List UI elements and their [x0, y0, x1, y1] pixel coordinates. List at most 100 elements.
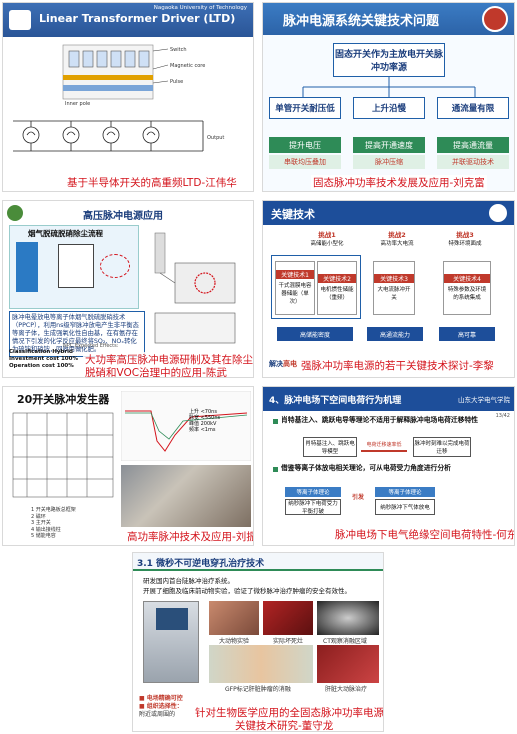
tech-2: 关键技术2 电机惯性储能（重频） — [317, 261, 357, 315]
tile3-subtitle: 烟气脱硫脱硝除尘流程 — [28, 229, 103, 238]
tile3-caption-1: 大功率高压脉冲电源研制及其在除尘、 — [83, 352, 253, 367]
tile3-caption-2: 脱硝和VOC治理中的应用-陈武 — [83, 365, 229, 378]
label-inner: Inner pole — [65, 101, 90, 107]
method-3: 并联驱动技术 — [437, 155, 509, 169]
reactor-shape — [58, 244, 94, 288]
challenge-1-sub: 高储能小型化 — [310, 241, 344, 247]
issue-1: 单管开关耐压低 — [269, 97, 341, 119]
goal-3: 提高通流量 — [437, 137, 509, 153]
photo-animal — [209, 601, 259, 635]
challenge-1: 挑战1 高储能小型化 — [299, 229, 355, 247]
arrow-1 — [361, 450, 407, 452]
hardware-photo — [121, 465, 251, 527]
tile-key-technologies: 关键技术 挑战1 高储能小型化 挑战2 高功率大电流 挑战3 特殊环境面成 关键… — [262, 200, 515, 378]
legend-label-1: 上升 — [189, 409, 200, 415]
tile-electroporation: 3.1 微秒不可逆电穿孔治疗技术 研发国内首台陡脉冲治疗系统。 开展了细胞及临床… — [132, 552, 384, 732]
img-label-1: 大动物实验 — [219, 638, 250, 645]
tech-1-head: 关键技术1 — [276, 269, 314, 279]
hv-circle — [100, 254, 130, 278]
tile3-table-head: NPC Expected Effects: — [63, 343, 119, 349]
photo-necrosis — [263, 601, 313, 635]
tech-4-head: 关键技术4 — [444, 273, 490, 283]
plasma-box-1: 等离子体理论 — [285, 487, 341, 497]
ltd-diagram: Switch Magnetic core Pulse Inner pole Ou… — [13, 44, 224, 152]
photo-gfp — [209, 645, 313, 683]
list-item: 5 储能电容 — [31, 533, 56, 539]
tile7-bullet-1: 研发国内首台陡脉冲治疗系统。 — [143, 577, 234, 585]
waveform-legend: 上升 <70ns 脉宽 <550ns 峰值 200kV 频率 <1ms — [189, 409, 220, 433]
arrow-2-label: 引发 — [351, 493, 364, 501]
device-image — [143, 601, 199, 683]
point2-bullet-icon — [273, 467, 278, 472]
plasma-box-2: 等离子体理论 — [375, 487, 435, 497]
img-label-4: GFP标记肝脏肿瘤的消融 — [225, 686, 291, 693]
tile4-footer-emph: 高电 — [283, 360, 297, 368]
tech-2-head: 关键技术2 — [318, 273, 356, 283]
tile7-title: 3.1 微秒不可逆电穿孔治疗技术 — [137, 559, 265, 569]
photo-ct — [317, 601, 379, 635]
device-screen — [156, 608, 188, 630]
point1-bullet-icon — [273, 419, 278, 424]
tile3-title: 高压脉冲电源应用 — [83, 211, 163, 222]
tech-2-body: 电机惯性储能（重频） — [320, 286, 354, 301]
tech-3: 关键技术3 大电流脉冲开关 — [373, 261, 415, 315]
tech-3-head: 关键技术3 — [374, 273, 414, 283]
tile1-title: Linear Transformer Driver (LTD) — [39, 12, 236, 25]
tile2-connectors — [302, 77, 476, 97]
emblem-icon — [482, 6, 508, 32]
circuit-diagram — [12, 412, 114, 498]
tile1-university: Nagaoka University of Technology — [153, 5, 247, 11]
challenge-3-head: 挑战3 — [456, 231, 474, 239]
tile6-point2: 借鉴等离子体放电相关理论，可从电荷受力角度进行分析 — [281, 464, 451, 472]
tile6-point1: 肖特基注入、跳跃电导等理论不适用于解释脉冲电场电荷迁移特性 — [281, 416, 479, 424]
challenge-3: 挑战3 特殊环境面成 — [437, 229, 493, 247]
img-label-5: 肝脏大动脉治疗 — [325, 686, 368, 693]
tile5-list: 1 开关电路板总框架 2 磁环 3 主开关 4 输出接线柱 5 储能电容 — [31, 507, 76, 540]
outcome-2: 高通流能力 — [367, 327, 423, 341]
method-1: 串联均压叠加 — [269, 155, 341, 169]
tile-ltd: Linear Transformer Driver (LTD) Nagaoka … — [2, 2, 254, 192]
tile4-footer-prefix: 解决 — [269, 360, 283, 368]
tile4-footer: 解决高电 — [269, 359, 297, 369]
tile7-bullet-2: 开展了细胞及临床前动物实验，验证了微秒脉冲治疗肿瘤的安全有效性。 — [143, 587, 351, 595]
label-switch: Switch — [170, 47, 187, 53]
tile1-caption: 基于半导体开关的高重频LTD-江伟华 — [65, 175, 239, 190]
legend-label-4: 频率 — [189, 427, 200, 433]
tile1-header: Linear Transformer Driver (LTD) Nagaoka … — [3, 3, 253, 37]
img-label-2: 实际坏死灶 — [273, 638, 304, 645]
tile7-bottom-list: ■ 电场精确可控 ■ 组织选择性： 附近或周围的 — [139, 695, 183, 719]
tile4-title: 关键技术 — [271, 208, 315, 221]
boiler-shape — [16, 242, 38, 292]
discharge-box: 纳秒脉冲下气体放电 — [375, 499, 435, 515]
tile3-body: 脉冲电晕放电等离子体烟气脱硫脱硝技术（PPCP），利用ns级窄脉冲放电产生非平衡… — [9, 311, 145, 357]
legend-val-2: <550ns — [200, 415, 221, 421]
migration-box: 脉冲时刻难以完成电荷迁移 — [413, 437, 471, 457]
legend-label-2: 脉宽 — [189, 415, 200, 421]
tile3-row-3: Operation cost 100% — [9, 363, 74, 369]
tile7-caption-1: 针对生物医学应用的全固态脉冲功率电源 — [193, 705, 384, 720]
legend-label-3: 峰值 — [189, 421, 200, 427]
tech-1-body: 干式混膜电容器储能（单次） — [278, 282, 312, 305]
photo-liver — [317, 645, 379, 683]
tile4-header: 关键技术 — [263, 201, 514, 225]
goal-1: 提升电压 — [269, 137, 341, 153]
list-item: 4 输出接线柱 — [31, 526, 61, 533]
tech-1: 关键技术1 干式混膜电容器储能（单次） — [275, 261, 315, 315]
tile-keytech-issues: 脉冲电源系统关键技术问题 固态开关作为主放电开关脉冲功率源 单管开关耐压低 上升… — [262, 2, 515, 192]
tile2-header: 脉冲电源系统关键技术问题 — [263, 3, 514, 35]
legend-val-3: 200kV — [200, 421, 217, 427]
challenge-2-sub: 高功率大电流 — [380, 241, 414, 247]
tile2-caption: 固态脉冲功率技术发展及应用-刘克富 — [311, 175, 487, 190]
force-box: 纳秒脉冲下电荷受力平衡打破 — [285, 499, 341, 515]
issue-2: 上升沿慢 — [353, 97, 425, 119]
tile6-page: 13/42 — [495, 413, 510, 419]
process-panel: 烟气脱硫脱硝除尘流程 — [9, 225, 139, 309]
tile-pulse-generator: 20开关脉冲发生器 1 开关电路板总框架 2 磁环 3 主开关 4 输出接线柱 … — [2, 386, 254, 546]
tile7-caption-2: 关键技术研究-董守龙 — [233, 718, 336, 732]
list-item: 2 磁环 — [31, 513, 46, 520]
tile7-title-bar: 3.1 微秒不可逆电穿孔治疗技术 — [133, 553, 383, 571]
tile4-emblem-icon — [488, 203, 508, 223]
arrow-1-label: 电荷迁移速率低 — [366, 441, 402, 448]
goal-2: 提高开通速度 — [353, 137, 425, 153]
list-item: 附近或周围的 — [139, 711, 176, 718]
